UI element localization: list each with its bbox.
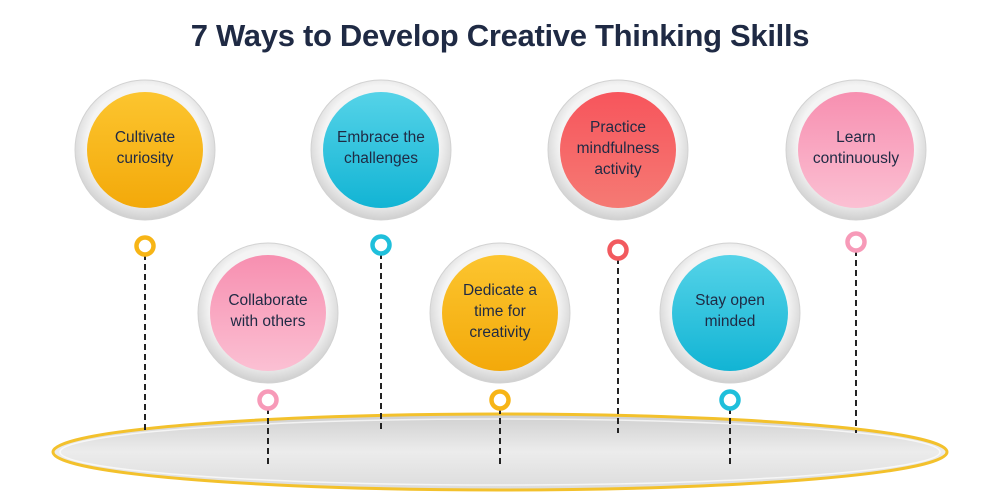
- node-label-2: Collaborate with others: [228, 292, 308, 330]
- node-circle-3: [323, 92, 439, 208]
- node-circle-1: [87, 92, 203, 208]
- node-label-7: Learn continuously: [812, 129, 900, 167]
- marker-dot-1: [134, 235, 156, 257]
- node-label-5: Practice mindfulness activity: [576, 118, 660, 178]
- marker-dot-7: [845, 231, 867, 253]
- marker-dot-4: [489, 389, 511, 411]
- node-circle-4: [442, 255, 558, 371]
- node-circle-6: [672, 255, 788, 371]
- marker-dot-2: [257, 389, 279, 411]
- marker-dot-3: [370, 234, 392, 256]
- node-label-1: Cultivate curiosity: [114, 129, 176, 167]
- node-label-4: Dedicate a time for creativity: [462, 281, 538, 341]
- page-title: 7 Ways to Develop Creative Thinking Skil…: [190, 18, 810, 53]
- node-circle-5: [560, 92, 676, 208]
- marker-dot-6: [719, 389, 741, 411]
- node-circle-7: [798, 92, 914, 208]
- node-circle-2: [210, 255, 326, 371]
- marker-dot-5: [607, 239, 629, 261]
- node-label-6: Stay open minded: [695, 292, 765, 330]
- node-label-3: Embrace the challenges: [337, 129, 425, 167]
